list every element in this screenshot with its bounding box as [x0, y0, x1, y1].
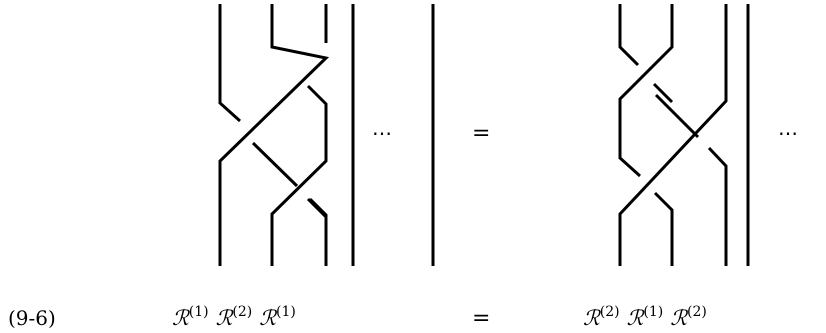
right-braid-diagram [618, 4, 750, 266]
equation-number: (9-6) [8, 306, 56, 330]
right-strand-inner [654, 93, 700, 139]
left-ellipsis: ⋯ [372, 121, 392, 145]
left-strand-c-top [270, 84, 328, 266]
left-formula-r2: ℛ [216, 306, 234, 330]
right-formula-r2-sup: (1) [643, 304, 663, 320]
left-braid-diagram [218, 4, 435, 266]
left-formula-r1-sup: (1) [189, 304, 209, 320]
right-strand-inner-low [707, 146, 728, 266]
right-strand-a [618, 4, 640, 67]
left-formula-r1: ℛ [172, 306, 190, 330]
left-strand-a-mid [251, 141, 299, 188]
right-strand-b-low [653, 191, 674, 266]
left-formula: ℛ(1)ℛ(2)ℛ(1) [172, 304, 296, 330]
left-formula-r2-sup: (2) [232, 304, 252, 320]
right-formula-r1: ℛ [583, 306, 601, 330]
left-strand-c-cross [306, 197, 328, 219]
right-strand-b [618, 4, 674, 178]
right-strand-a-b [652, 82, 674, 104]
right-formula: ℛ(2)ℛ(1)ℛ(2) [583, 304, 707, 330]
right-ellipsis: ⋯ [778, 121, 798, 145]
right-formula-r1-sup: (2) [600, 304, 620, 320]
left-formula-r3-sup: (1) [276, 304, 296, 320]
left-strand-a-top [218, 4, 242, 123]
right-formula-r2: ℛ [627, 306, 645, 330]
left-formula-r3: ℛ [259, 306, 277, 330]
right-strand-diagonal [618, 4, 728, 266]
left-strand-b [218, 4, 330, 266]
equals-sign-bottom: = [472, 306, 490, 331]
right-formula-r3-sup: (2) [687, 304, 707, 320]
equals-sign-top: = [472, 121, 490, 146]
right-formula-r3: ℛ [670, 306, 688, 330]
